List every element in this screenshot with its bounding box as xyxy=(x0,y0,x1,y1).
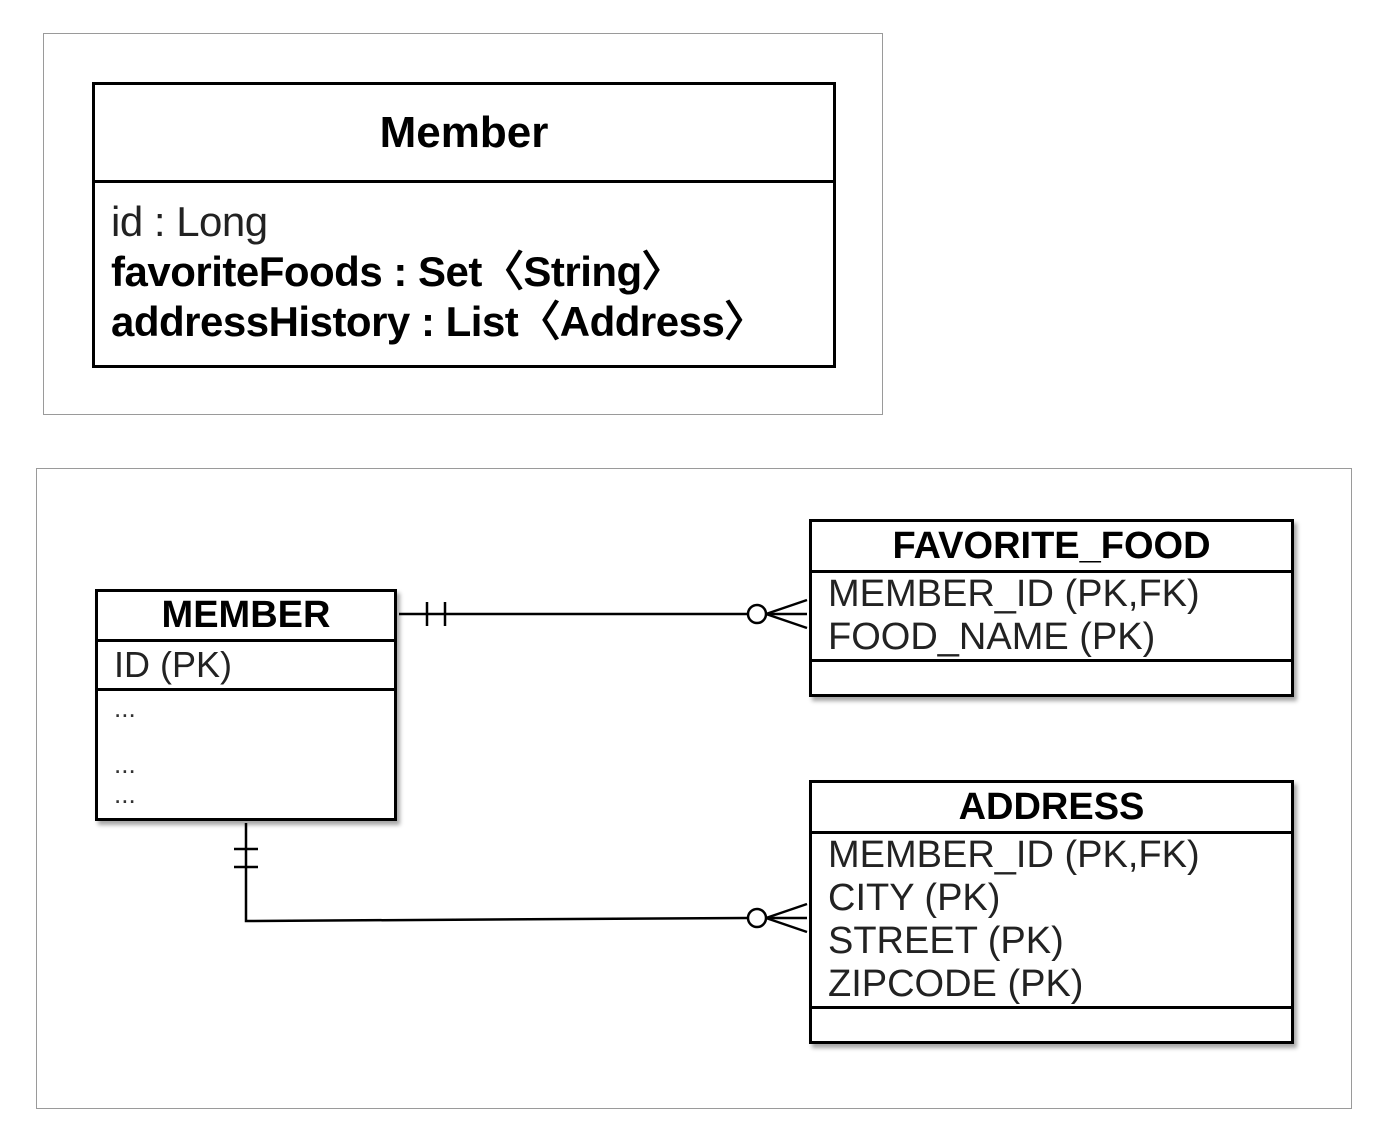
zero-mark xyxy=(746,603,768,625)
member-ellipsis-1: ... xyxy=(114,693,136,723)
member-other-columns: ... ... ... xyxy=(98,691,394,816)
member-table: MEMBER ID (PK) ... ... ... xyxy=(95,589,397,821)
class-attribute-favorite-foods: favoriteFoods : Set〈String〉 xyxy=(111,248,684,295)
class-attributes: id : Long favoriteFoods : Set〈String〉 ad… xyxy=(95,183,833,347)
member-ellipsis-2: ... xyxy=(114,749,136,779)
class-attribute-id: id : Long xyxy=(111,198,268,245)
class-attribute-address-history: addressHistory : List〈Address〉 xyxy=(111,298,766,345)
crow-foot-upper xyxy=(765,598,808,616)
favorite-food-table-name: FAVORITE_FOOD xyxy=(812,522,1291,573)
member-ellipsis-3: ... xyxy=(114,779,136,809)
address-table-name: ADDRESS xyxy=(812,783,1291,834)
member-pk-column: ID (PK) xyxy=(98,642,394,691)
member-class-box: Member id : Long favoriteFoods : Set〈Str… xyxy=(92,82,836,368)
er-diagram-panel: MEMBER ID (PK) ... ... ... FAVORITE_FOOD… xyxy=(36,468,1352,1109)
member-table-name: MEMBER xyxy=(98,592,394,642)
favorite-food-column: FOOD_NAME (PK) xyxy=(828,616,1156,658)
relationship-lines xyxy=(234,598,808,934)
address-column: STREET (PK) xyxy=(828,920,1064,962)
address-columns: MEMBER_ID (PK,FK) CITY (PK) STREET (PK) … xyxy=(812,834,1291,1009)
address-column: ZIPCODE (PK) xyxy=(828,963,1084,1005)
class-name: Member xyxy=(95,85,833,183)
address-column: MEMBER_ID (PK,FK) xyxy=(828,834,1200,876)
address-column: CITY (PK) xyxy=(828,877,1001,919)
address-table: ADDRESS MEMBER_ID (PK,FK) CITY (PK) STRE… xyxy=(809,780,1294,1044)
crow-foot-lower xyxy=(765,916,808,934)
favorite-food-table: FAVORITE_FOOD MEMBER_ID (PK,FK) FOOD_NAM… xyxy=(809,519,1294,697)
relation-member-address xyxy=(234,823,808,934)
favorite-food-columns: MEMBER_ID (PK,FK) FOOD_NAME (PK) xyxy=(812,573,1291,662)
zero-mark xyxy=(746,907,768,929)
class-diagram-panel: Member id : Long favoriteFoods : Set〈Str… xyxy=(43,33,883,415)
favorite-food-column: MEMBER_ID (PK,FK) xyxy=(828,573,1200,615)
crow-foot-upper xyxy=(765,902,808,920)
relation-member-favorite-food xyxy=(399,598,808,630)
crow-foot-lower xyxy=(765,612,808,630)
